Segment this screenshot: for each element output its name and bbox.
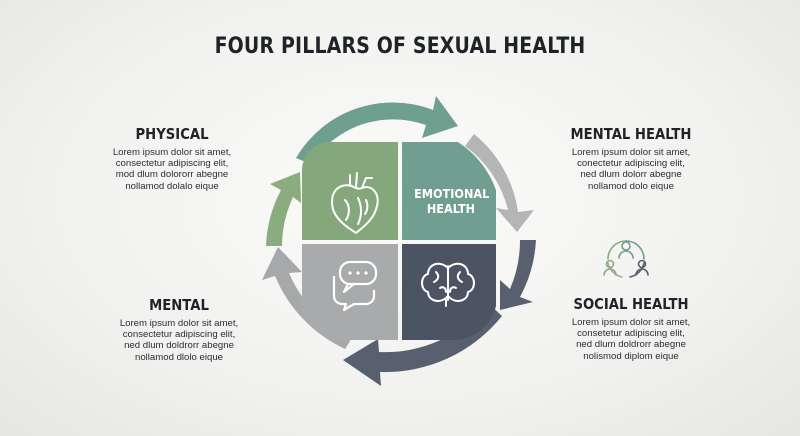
description-line: Lorem ipsum dolor sit amet, xyxy=(571,317,691,328)
description-line: Lorem ipsum dolor sit amet, xyxy=(571,147,691,158)
quadrant-communication xyxy=(302,244,398,340)
description-line: ned dlum dolorr abegne xyxy=(580,169,682,181)
description-line: nollamod dolalo eique xyxy=(125,180,219,192)
description-line: conectetur adipiscing elit, xyxy=(577,158,685,170)
page-title: FOUR PILLARS OF SEXUAL HEALTH xyxy=(214,34,586,59)
arrow-slate-bottom xyxy=(343,303,502,386)
arrow-teal-top xyxy=(296,96,458,164)
quadrant-emotional xyxy=(402,142,496,240)
pillar-heading-social-health: SOCIAL HEALTH xyxy=(573,295,689,313)
description-line: consetetur adipiscing elit, xyxy=(577,328,685,340)
arrow-green-left-upper xyxy=(266,172,301,246)
arrow-gray-left-lower xyxy=(262,247,352,349)
pillar-heading-mental-health: MENTAL HEALTH xyxy=(570,125,692,143)
people-network-icon xyxy=(603,240,649,278)
center-label-line2: HEALTH xyxy=(426,201,476,216)
description-line: nollamod dlolo eique xyxy=(134,351,223,363)
brain-icon xyxy=(421,262,475,307)
description-line: nolismod diplom eique xyxy=(583,350,679,362)
center-label: EMOTIONAL HEALTH xyxy=(414,186,490,216)
description-line: Lorem ipsum dolor sit amet, xyxy=(119,318,239,329)
arrow-gray-right-upper xyxy=(465,134,534,232)
pillar-physical: PHYSICAL Lorem ipsum dolor sit amet, con… xyxy=(82,125,262,192)
pillar-heading-mental: MENTAL xyxy=(149,296,209,314)
description-line: nollamod dolo eique xyxy=(588,180,674,192)
quadrant-physical xyxy=(302,142,398,240)
description-line: consectetur adipiscing elit, xyxy=(122,329,236,341)
speech-bubbles-icon xyxy=(332,260,378,312)
description-line: Lorem ipsum dolor sit amet, xyxy=(112,147,232,158)
pillar-description-physical: Lorem ipsum dolor sit amet, consectetur … xyxy=(82,147,262,192)
heart-icon xyxy=(331,172,379,234)
description-line: ned dlum doldrorr abegne xyxy=(576,339,686,351)
description-line: mod dlum dolororr abegne xyxy=(115,169,229,181)
pillar-mental: MENTAL Lorem ipsum dolor sit amet, conse… xyxy=(89,296,269,363)
center-label-line1: EMOTIONAL xyxy=(414,186,490,201)
description-line: consectetur adipiscing elit, xyxy=(115,158,229,170)
pillar-heading-physical: PHYSICAL xyxy=(135,125,209,143)
pillar-description-mental-health: Lorem ipsum dolor sit amet, conectetur a… xyxy=(541,147,721,192)
pillar-social-health: SOCIAL HEALTH Lorem ipsum dolor sit amet… xyxy=(541,295,721,362)
arrow-slate-right-lower xyxy=(500,240,536,310)
pillar-description-social-health: Lorem ipsum dolor sit amet, consetetur a… xyxy=(541,317,721,362)
description-line: ned dlum doldrorr abegne xyxy=(124,340,234,352)
pillar-mental-health: MENTAL HEALTH Lorem ipsum dolor sit amet… xyxy=(541,125,721,192)
pillar-description-mental: Lorem ipsum dolor sit amet, consectetur … xyxy=(89,318,269,363)
